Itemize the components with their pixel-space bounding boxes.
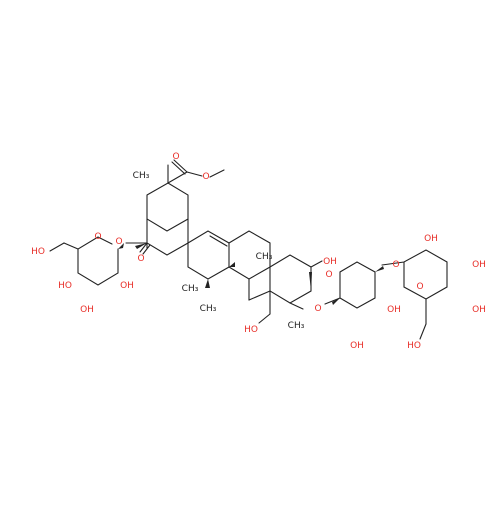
c23-hoch2: HO [244,325,258,335]
arabinose-glycosidic-o: O [392,260,399,270]
c26-methyl: CH₃ [182,284,199,294]
c3-glycosidic-o: O [314,304,321,314]
glc2-c6-oh: HO [407,341,421,351]
glc1-c3-oh: OH [80,305,94,315]
glc1-c2-oh: OH [120,281,134,291]
arabinose-c3-oh: OH [387,305,401,315]
c28-ester-o: O [115,237,122,247]
c28-carbonyl-o: O [137,254,144,264]
ester-o-top: O [172,152,179,162]
c2-oh: OH [323,257,337,267]
c25-methyl: CH₃ [256,252,273,262]
c24-methyl: CH₃ [288,321,305,331]
c20-methyl: CH₃ [133,171,150,181]
glc1-ring-o: O [94,232,101,242]
glc2-c3-oh: OH [472,260,486,270]
ester-o-methyl: O [202,172,209,182]
glc1-c6-oh: HO [31,247,45,257]
stereo-wedges [118,243,384,305]
glc2-c2-oh: OH [424,234,438,244]
atom-labels: O O CH₃ O O O HO HO OH OH OH CH₃ CH₃ CH₃… [31,152,486,351]
glc2-c4-oh: OH [472,305,486,315]
glc1-c4-oh: HO [58,281,72,291]
c27-methyl: CH₃ [200,304,217,314]
bond-network [49,159,448,340]
arabinose-ring-o: O [325,270,332,280]
arabinose-c2-oh: OH [350,341,364,351]
glc2-ring-o: O [416,282,423,292]
